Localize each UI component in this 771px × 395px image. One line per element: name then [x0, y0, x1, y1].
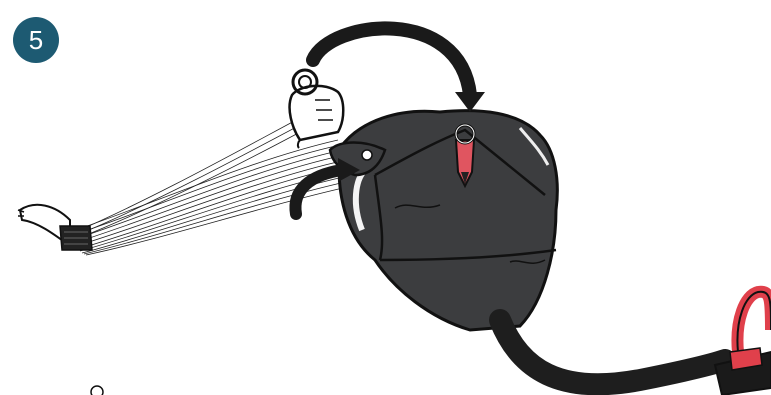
bridle-strap — [500, 320, 725, 384]
grommet-icon — [362, 150, 372, 160]
riser-end — [18, 205, 92, 250]
reserve-container — [339, 111, 557, 330]
pull-handle-icon — [715, 292, 771, 395]
gloved-hand-icon — [290, 70, 344, 148]
suspension-lines — [70, 118, 356, 255]
line-loop-icon — [91, 386, 103, 395]
